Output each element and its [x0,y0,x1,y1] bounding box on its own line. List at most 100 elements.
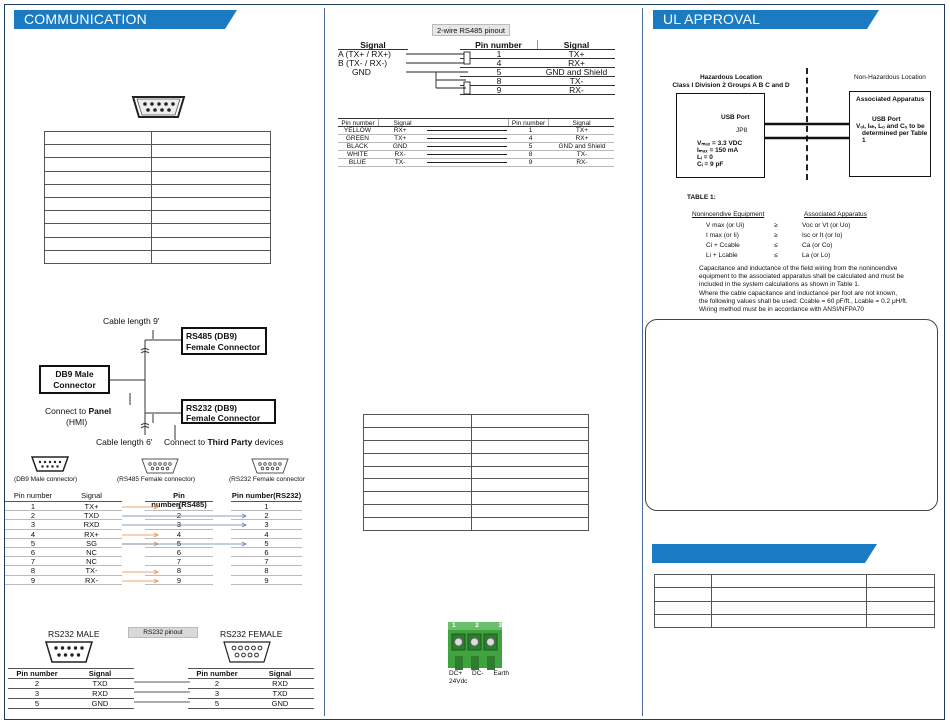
terminal-labels: DC+DC-Earth [449,670,509,677]
pin-cell: 2 [30,511,36,521]
equipment-cell: Li + Lcable [706,252,738,259]
note-line: Capacitance and inductance of the field … [699,265,898,272]
table-row: 9 RX- [460,86,615,95]
power-terminal-block [448,622,502,670]
rs485-female-box: RS485 (DB9)Female Connector [181,327,267,355]
pin-cell: 6 [30,547,36,557]
signal-cell: TX+ [575,127,589,134]
cable-lines [110,330,185,440]
note-line: the following values shall be used: Ccab… [699,297,908,305]
column-divider [642,8,643,716]
pin-cell: 1 [528,127,533,134]
table-row: I max (or Ii)≥Isc or It (or Io) [692,231,872,241]
pin-cell: 4 [528,135,533,142]
pin-cell: 3 [30,520,36,530]
signal-cell: TX+ [394,135,407,142]
pin-cell: 5 [528,143,533,150]
bottom-right-table [654,573,935,629]
wire-line [427,151,508,155]
column-divider [324,8,325,716]
signal-cell: NC [86,557,97,567]
signal-cell: SG [86,538,97,548]
pin-cell: 4 [30,529,36,539]
table-row: Li + Lcable≤La (or Lo) [692,251,872,261]
signal-cell: GND [271,699,289,708]
table-row: GREEN TX+ 4 RX+ [338,135,614,143]
color-cell: BLUE [348,159,366,166]
operator-cell: ≤ [774,252,778,259]
equipment-cell: Ci + Ccable [706,242,740,249]
signal-cell: GND [91,699,109,708]
rs485-pin-cell: 5 [145,539,213,548]
rs232-pin-cell: 5 [231,539,302,548]
terminal-voltage: 24Vdc [449,678,468,685]
rs232-female-connector-icon [223,641,271,663]
rs232-female-label: RS232 FEMALE [220,629,283,639]
operator-cell: ≥ [774,222,778,229]
connect-third-party-label: Connect to Third Party devices [164,437,284,447]
rs485-pin-cell: 9 [145,576,213,585]
wire-line [427,159,508,163]
rs232-pin-cell: 7 [231,557,302,567]
signal-cell: RXD [272,679,288,688]
rs485-pin-cell: 4 [145,530,213,539]
db9-male-caption: (DB9 Male connector) [14,476,78,483]
signal-cell: TX- [394,159,406,166]
color-cell: YELLOW [343,127,371,134]
signal-cell: GND and Shield [545,67,608,77]
rs232-pin-cell: 2 [231,511,302,521]
signal-cell: RXD [92,689,108,698]
pin-cell: 8 [496,76,502,86]
rs232-male-connector-icon [44,641,94,663]
color-cell: WHITE [346,151,368,158]
table1-title: TABLE 1: [687,194,716,201]
rs485-pin-cell: 6 [145,548,213,558]
rs232-female-small-icon [251,458,289,474]
signal-cell: TX- [569,76,584,86]
pin-cell: 9 [496,85,502,95]
cable-length-bottom: Cable length 6' [96,437,153,447]
table-row: 7 NC [5,557,122,567]
wire-line [427,135,508,139]
pin-cell: 5 [214,699,220,708]
blank-banner [652,544,877,563]
apparatus-cell: Isc or It (or Io) [802,232,843,239]
ul-approval-banner: UL APPROVAL [653,10,879,29]
signal-cell: RX+ [575,135,589,142]
hmi-label: (HMI) [66,417,88,427]
empty-pin-table [44,130,271,265]
rs232-wiring-lines [134,681,190,703]
rs232-pin-cell: 9 [231,576,302,585]
nonhazardous-location-title: Non-Hazardous Location [854,74,926,81]
pin-cell: 4 [496,58,502,68]
table-row: 8 TX- [460,77,615,86]
signal-cell: RX- [569,85,584,95]
page-frame [4,4,945,720]
table-row: V max (or Ui)≥Voc or Vt (or Uo) [692,221,872,231]
wire-line [427,143,508,147]
color-cell: GREEN [345,135,369,142]
pin-cell: 9 [30,575,36,585]
pin-cell: 7 [30,557,36,567]
apparatus-cell: Voc or Vt (or Uo) [802,222,851,229]
rs232-female-box: RS232 (DB9)Female Connector [181,399,276,424]
rs485-female-caption: (RS485 Female connector) [117,476,196,483]
